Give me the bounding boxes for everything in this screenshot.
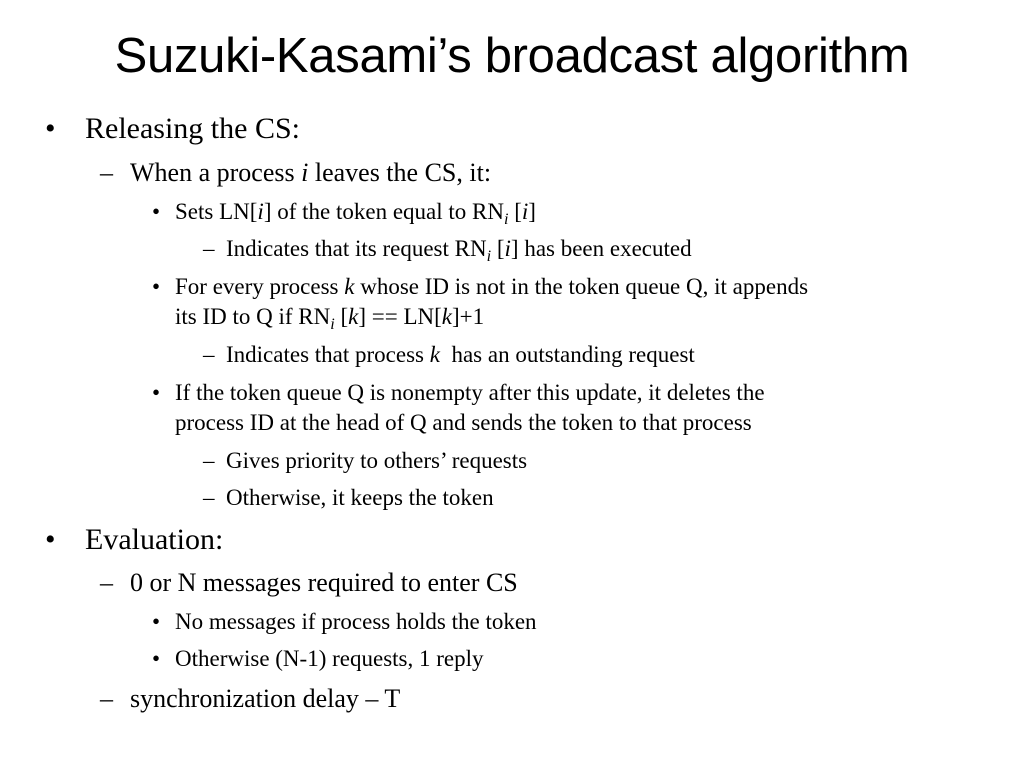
releasing-cs-item: Releasing the CS: <box>85 112 300 145</box>
dash-marker: – <box>203 236 215 261</box>
dash-marker: – <box>203 485 215 510</box>
dash-marker: – <box>203 448 215 473</box>
bullet-marker: • <box>45 523 56 556</box>
messages-required-item: 0 or N messages required to enter CS <box>130 568 518 597</box>
if-queue-nonempty-line2: process ID at the head of Q and sends th… <box>175 410 752 435</box>
evaluation-item: Evaluation: <box>85 523 224 556</box>
when-process-leaves-item: When a process i leaves the CS, it: <box>130 158 492 187</box>
for-every-process-line2: its ID to Q if RNi [k] == LN[k]+1 <box>175 304 485 333</box>
if-queue-nonempty-line1: If the token queue Q is nonempty after t… <box>175 380 765 405</box>
sync-delay-item: synchronization delay – T <box>130 684 401 713</box>
keeps-token-item: Otherwise, it keeps the token <box>226 485 494 510</box>
bullet-marker: • <box>152 646 161 671</box>
bullet-marker: • <box>45 112 56 145</box>
dash-marker: – <box>100 568 113 597</box>
bullet-marker: • <box>152 199 161 224</box>
bullet-marker: • <box>152 380 161 405</box>
outstanding-request-item: Indicates that process k has an outstand… <box>226 342 695 367</box>
priority-item: Gives priority to others’ requests <box>226 448 528 473</box>
bullet-marker: • <box>152 609 161 634</box>
otherwise-requests-item: Otherwise (N-1) requests, 1 reply <box>175 646 484 671</box>
bullet-marker: • <box>152 274 161 299</box>
no-messages-item: No messages if process holds the token <box>175 609 537 634</box>
request-executed-item: Indicates that its request RNi [i] has b… <box>226 236 692 265</box>
for-every-process-line1: For every process k whose ID is not in t… <box>175 274 809 299</box>
dash-marker: – <box>100 684 113 713</box>
dash-marker: – <box>203 342 215 367</box>
dash-marker: – <box>100 158 113 187</box>
sets-ln-item: Sets LN[i] of the token equal to RNi [i] <box>175 199 536 228</box>
slide-title: Suzuki-Kasami’s broadcast algorithm <box>114 29 910 83</box>
